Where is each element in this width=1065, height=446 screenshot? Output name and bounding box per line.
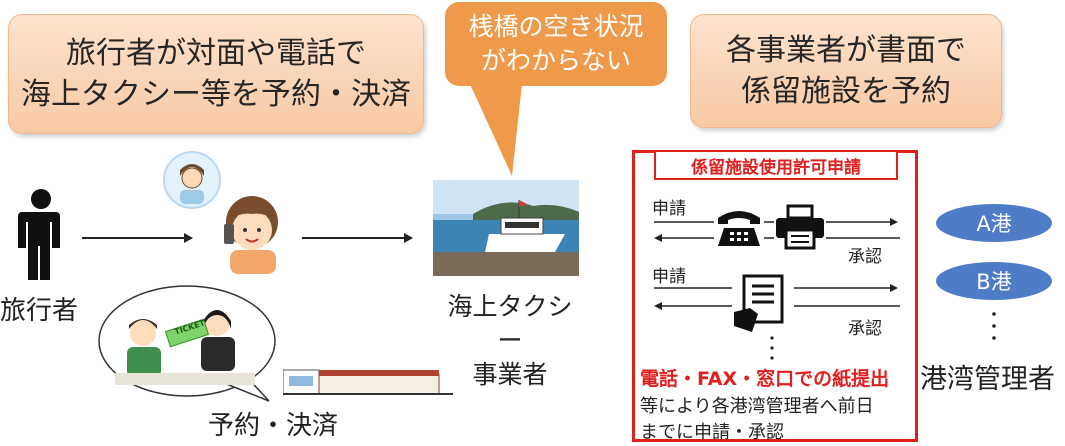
building-icon xyxy=(283,369,453,395)
telephone-icon xyxy=(714,204,764,250)
traveler-label: 旅行者 xyxy=(0,296,79,326)
port-a-badge: A港 xyxy=(936,204,1052,242)
reservation-counter-illustration xyxy=(98,285,276,402)
water-taxi-photo xyxy=(433,180,579,276)
note-line-1: 等により各港湾管理者へ前日 xyxy=(640,396,874,417)
arrow-traveler-to-phone xyxy=(82,233,193,243)
arrow-phone-to-operator xyxy=(302,233,413,243)
reservation-label: 予約・決済 xyxy=(208,411,339,441)
submission-methods-note: 電話・FAX・窓口での紙提出 xyxy=(640,368,890,390)
continuation-dots-ports xyxy=(992,312,996,340)
port-manager-label: 港湾管理者 xyxy=(920,364,1055,395)
traveler-person-icon xyxy=(18,189,60,280)
approve-label-2: 承認 xyxy=(848,319,882,339)
callout-traveler-booking: 旅行者が対面や電話で 海上タクシー等を予約・決済 xyxy=(8,14,424,134)
paper-document-icon xyxy=(732,272,794,334)
apply-label-1: 申請 xyxy=(652,199,686,219)
phone-call-illustration xyxy=(163,151,278,274)
port-b-badge: B港 xyxy=(936,262,1052,300)
fax-icon xyxy=(774,204,826,250)
approve-label-1: 承認 xyxy=(848,247,882,267)
taxi-operator-label: 海上タクシー 事業者 xyxy=(447,292,573,389)
permit-box-title: 係留施設使用許可申請 xyxy=(654,150,898,180)
note-line-2: までに申請・承認 xyxy=(640,422,784,443)
continuation-dots-box xyxy=(770,336,774,360)
callout-operator-reservation: 各事業者が書面で 係留施設を予約 xyxy=(690,14,1002,128)
apply-label-2: 申請 xyxy=(652,267,686,287)
callout-pointer xyxy=(470,84,522,176)
